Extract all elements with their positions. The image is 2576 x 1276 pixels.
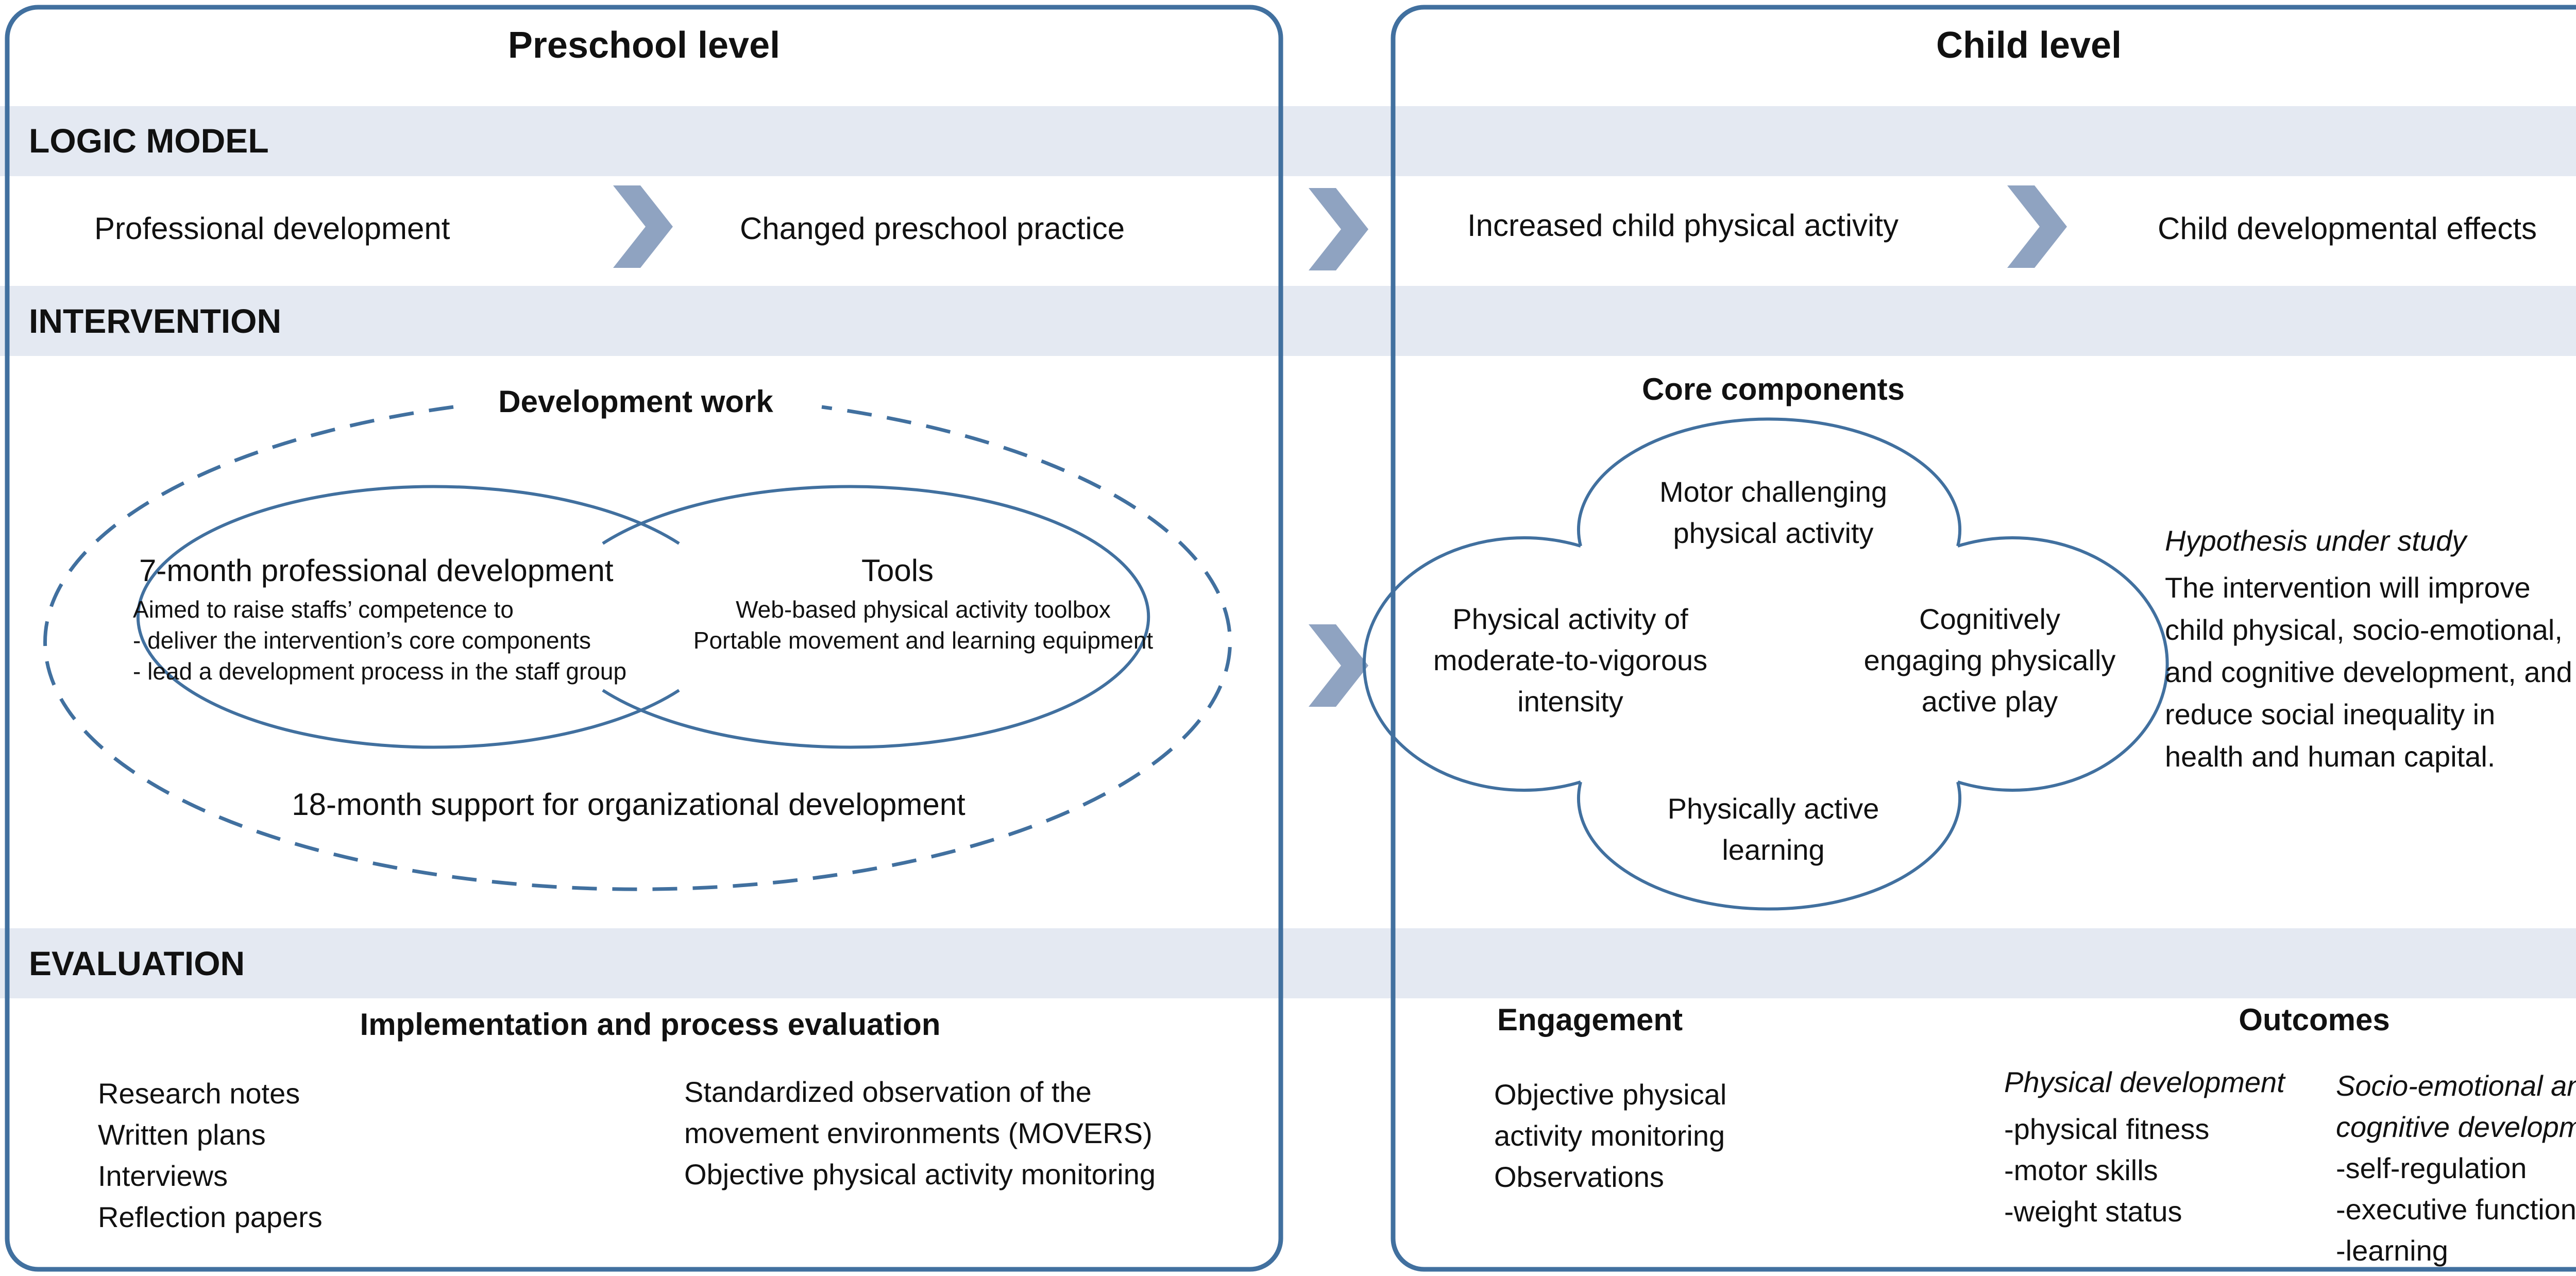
band-logic-model xyxy=(0,106,2576,176)
engagement-item: Objective physical xyxy=(1494,1078,1727,1111)
core-left-line: Physical activity of xyxy=(1452,603,1688,635)
core-left-line: moderate-to-vigorous xyxy=(1433,644,1708,676)
tools-line: Web-based physical activity toolbox xyxy=(736,596,1111,623)
implementation-methods-right: Standardized observation of the movement… xyxy=(684,1071,1156,1195)
socio-title-line: Socio-emotional and xyxy=(2336,1069,2576,1102)
outcomes-title: Outcomes xyxy=(2239,1002,2390,1037)
core-right-ellipse xyxy=(1957,536,2169,792)
implementation-title: Implementation and process evaluation xyxy=(360,1007,941,1042)
method-item: Objective physical activity monitoring xyxy=(684,1158,1156,1190)
outcome-item: -motor skills xyxy=(2004,1154,2158,1186)
development-dashed-ellipse xyxy=(43,405,1232,891)
support-label: 18-month support for organizational deve… xyxy=(292,787,965,822)
hypothesis-line: child physical, socio-emotional, xyxy=(2165,614,2563,646)
core-top-line: physical activity xyxy=(1673,517,1874,549)
socio-cognitive-outcomes: -self-regulation -executive function -le… xyxy=(2336,1148,2576,1271)
core-left-ellipse xyxy=(1362,536,1581,792)
outcome-item: -physical fitness xyxy=(2004,1113,2210,1145)
core-bottom-ellipse xyxy=(1577,781,1961,911)
child-level-header: Child level xyxy=(1936,25,2122,66)
tools-ellipse xyxy=(602,485,1150,749)
hypothesis-line: The intervention will improve xyxy=(2165,571,2531,604)
logic-step-3: Increased child physical activity xyxy=(1467,208,1899,243)
outcome-item: -weight status xyxy=(2004,1195,2182,1228)
core-top-line: Motor challenging xyxy=(1659,475,1888,508)
engagement-item: activity monitoring xyxy=(1494,1119,1725,1152)
socio-cognitive-title: Socio-emotional and cognitive developmen… xyxy=(2336,1065,2576,1148)
tools-title: Tools xyxy=(861,553,934,588)
method-item: Written plans xyxy=(98,1118,266,1151)
method-item: Standardized observation of the xyxy=(684,1076,1092,1108)
core-components-title: Core components xyxy=(1641,372,1905,406)
band-intervention xyxy=(0,286,2576,356)
physical-development-title: Physical development xyxy=(2004,1066,2285,1098)
engagement-title: Engagement xyxy=(1497,1002,1683,1037)
core-bottom-line: learning xyxy=(1722,833,1825,866)
tools-line: Portable movement and learning equipment xyxy=(693,627,1154,654)
method-item: Reflection papers xyxy=(98,1201,323,1233)
core-right-line: Cognitively xyxy=(1919,603,2060,635)
section-evaluation: EVALUATION xyxy=(29,944,245,982)
chevron-3-icon xyxy=(2007,185,2067,268)
method-item: movement environments (MOVERS) xyxy=(684,1117,1153,1149)
band-evaluation xyxy=(0,928,2576,998)
hypothesis-line: and cognitive development, and xyxy=(2165,656,2572,688)
pd-ellipse xyxy=(136,485,680,749)
preschool-frame xyxy=(5,5,1283,1272)
core-top-label: Motor challenging physical activity xyxy=(1659,471,1887,554)
logic-step-4: Child developmental effects xyxy=(2158,211,2537,246)
core-right-line: active play xyxy=(1921,685,2058,718)
physical-outcomes: -physical fitness -motor skills -weight … xyxy=(2004,1109,2209,1232)
section-intervention: INTERVENTION xyxy=(29,302,282,340)
implementation-methods-left: Research notes Written plans Interviews … xyxy=(98,1073,323,1238)
outcome-item: -executive function xyxy=(2336,1193,2576,1226)
pd-line: Aimed to raise staffs’ competence to xyxy=(133,596,514,623)
core-left-label: Physical activity of moderate-to-vigorou… xyxy=(1433,599,1707,722)
core-left-line: intensity xyxy=(1517,685,1623,718)
tools-description: Web-based physical activity toolbox Port… xyxy=(693,594,1153,656)
child-frame xyxy=(1391,5,2576,1272)
hypothesis-line: health and human capital. xyxy=(2165,740,2496,773)
core-right-label: Cognitively engaging physically active p… xyxy=(1864,599,2116,722)
core-bottom-label: Physically active learning xyxy=(1668,788,1879,871)
socio-title-line: cognitive development xyxy=(2336,1111,2576,1143)
preschool-level-header: Preschool level xyxy=(507,25,781,66)
hypothesis-line: reduce social inequality in xyxy=(2165,698,2496,730)
method-item: Research notes xyxy=(98,1077,300,1110)
logic-step-1: Professional development xyxy=(94,211,450,246)
core-bottom-line: Physically active xyxy=(1667,792,1879,825)
hypothesis-text: The intervention will improve child phys… xyxy=(2165,567,2572,778)
outcome-item: -self-regulation xyxy=(2336,1152,2527,1184)
core-right-line: engaging physically xyxy=(1863,644,2116,676)
chevron-2-icon xyxy=(1309,188,1368,270)
section-logic-model: LOGIC MODEL xyxy=(29,122,269,160)
pd-line: - deliver the intervention’s core compon… xyxy=(133,627,591,654)
chevron-4-icon xyxy=(1309,624,1368,707)
engagement-item: Observations xyxy=(1494,1161,1664,1193)
development-work-title: Development work xyxy=(498,384,773,419)
logic-step-2: Changed preschool practice xyxy=(740,211,1125,246)
core-top-ellipse xyxy=(1577,417,1961,547)
hypothesis-title: Hypothesis under study xyxy=(2165,524,2467,557)
engagement-methods: Objective physical activity monitoring O… xyxy=(1494,1074,1726,1198)
pd-title: 7-month professional development xyxy=(139,553,614,588)
pd-description: Aimed to raise staffs’ competence to - d… xyxy=(133,594,626,687)
method-item: Interviews xyxy=(98,1160,228,1192)
chevron-1-icon xyxy=(613,185,673,268)
outcome-item: -learning xyxy=(2336,1234,2448,1267)
pd-line: - lead a development process in the staf… xyxy=(133,658,627,685)
